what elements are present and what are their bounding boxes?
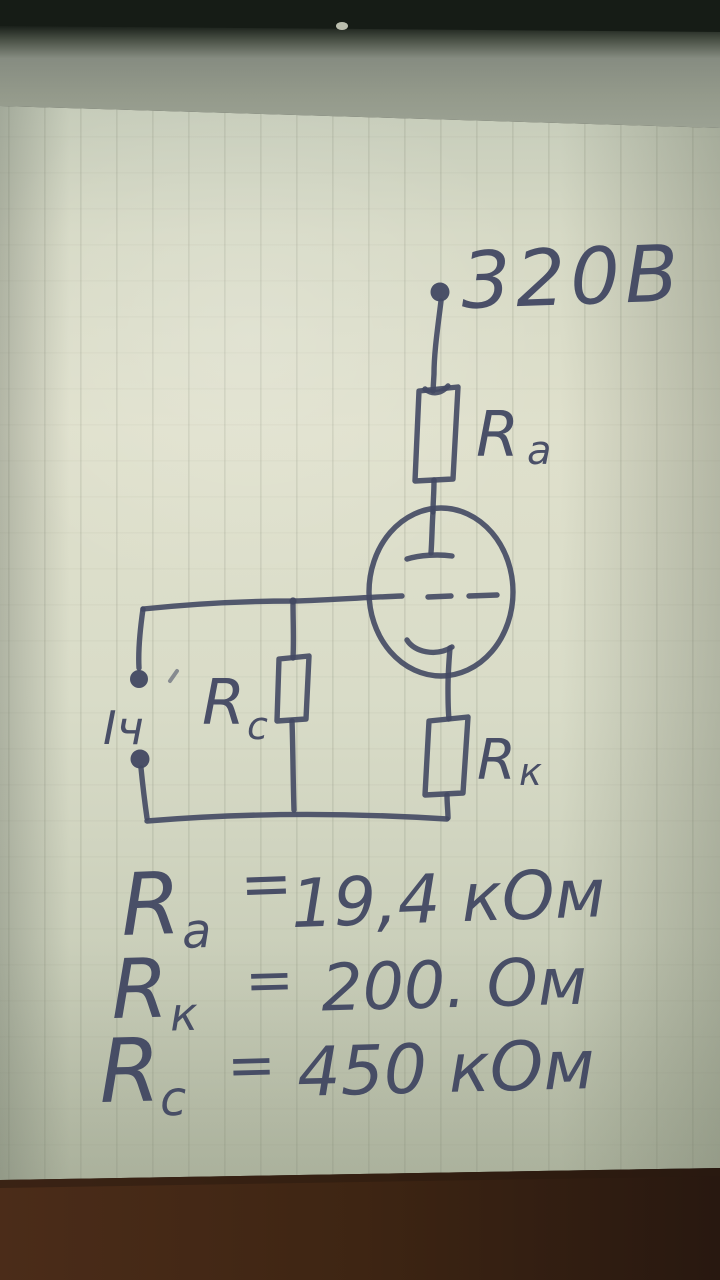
wire-supply-to-ra xyxy=(430,298,444,394)
eq-ra-symbol: R xyxy=(119,854,182,956)
anode-resistor-label-sub: a xyxy=(527,428,552,474)
equation-line-rc: R c = 450 кОм xyxy=(98,1018,596,1128)
tube-grid-dash-2 xyxy=(466,592,500,599)
eq-rk-symbol: R xyxy=(110,942,169,1038)
tube-anode-plate xyxy=(404,552,455,562)
desk-wood-bottom xyxy=(0,1168,720,1280)
grid-resistor-body xyxy=(274,653,312,724)
anode-resistor-top-hook xyxy=(422,383,451,396)
dust-speck xyxy=(336,22,348,30)
anode-resistor-label: R xyxy=(476,398,519,471)
wire-rc-to-bottom xyxy=(289,718,297,813)
equation-line-rk: R к = 200. Ом xyxy=(110,942,588,1042)
eq-rk-equals: = xyxy=(244,945,294,1014)
equation-line-ra: R a = 19,4 кОм xyxy=(119,846,607,960)
cathode-resistor-label-sub: к xyxy=(519,750,542,794)
tube-grid-dash-1 xyxy=(425,593,454,600)
grid-resistor-label: R xyxy=(202,666,245,739)
stray-pen-tick xyxy=(168,669,179,683)
input-label: Iч xyxy=(103,701,144,755)
circuit-annotations: 320В R a R c R к Iч R a = 19,4 кОм R к =… xyxy=(98,229,685,1128)
desk-edge-line xyxy=(0,1168,720,1188)
wire-cathode-to-rk xyxy=(445,645,453,722)
eq-rc-equals: = xyxy=(226,1030,276,1099)
tube-envelope xyxy=(366,505,516,679)
bottom-shade xyxy=(0,940,720,1180)
desk-surface xyxy=(0,26,720,128)
cathode-resistor-body xyxy=(422,714,471,798)
cathode-resistor-label: R xyxy=(477,728,516,793)
input-terminal-top-dot xyxy=(130,670,148,688)
eq-rc-symbol: R xyxy=(98,1018,162,1123)
light-highlight xyxy=(0,106,550,610)
circuit-drawing xyxy=(130,282,516,824)
paper-texture xyxy=(0,106,720,1180)
supply-voltage-label: 320В xyxy=(460,229,685,327)
wire-rk-to-bottom xyxy=(444,792,451,821)
eq-ra-equals: = xyxy=(239,846,293,921)
input-terminal-bottom-dot xyxy=(130,749,150,769)
eq-rk-sub: к xyxy=(169,987,198,1042)
eq-rk-value: 200. Ом xyxy=(320,945,587,1027)
tube-anode-stem xyxy=(428,509,436,556)
wire-top-to-input xyxy=(136,606,146,671)
supply-terminal-dot xyxy=(430,282,450,302)
eq-rc-value: 450 кОм xyxy=(296,1026,595,1113)
grid-resistor-label-sub: c xyxy=(247,704,268,748)
eq-ra-value: 19,4 кОм xyxy=(290,854,607,943)
wire-input-to-bottom xyxy=(138,765,150,821)
eq-rc-sub: c xyxy=(159,1071,187,1128)
wire-bottom-return xyxy=(144,811,450,824)
eq-ra-sub: a xyxy=(181,903,212,960)
